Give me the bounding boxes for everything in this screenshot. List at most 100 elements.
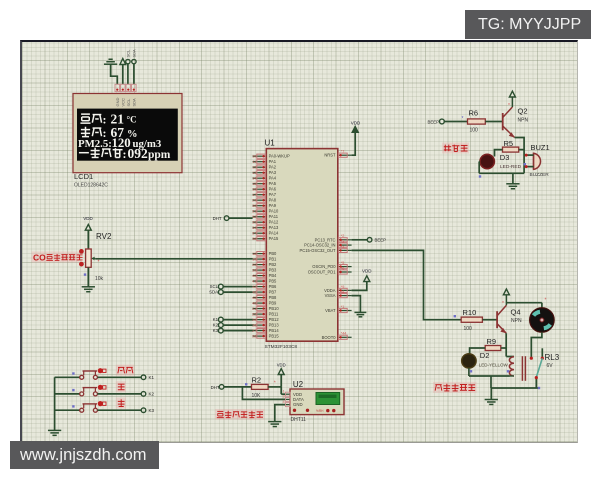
- svg-text:Q4: Q4: [511, 308, 521, 317]
- svg-text:PA2: PA2: [269, 165, 277, 170]
- svg-text:PB8: PB8: [269, 295, 277, 300]
- svg-text:%RH: %RH: [316, 409, 324, 413]
- svg-text:BUZZER: BUZZER: [530, 172, 550, 178]
- svg-text:28: 28: [252, 335, 256, 339]
- svg-text:PB1: PB1: [269, 257, 277, 262]
- svg-text:LED-YELLOW: LED-YELLOW: [479, 362, 509, 367]
- svg-text:6V: 6V: [547, 363, 554, 369]
- svg-text:CO: CO: [33, 253, 46, 263]
- svg-text:ppm: ppm: [148, 149, 171, 161]
- svg-text:30: 30: [252, 204, 256, 208]
- svg-text:PA10: PA10: [269, 209, 279, 214]
- svg-text:10K: 10K: [252, 393, 262, 399]
- svg-text:3: 3: [283, 395, 285, 399]
- svg-text:37: 37: [252, 232, 256, 236]
- svg-text:*: *: [508, 103, 510, 109]
- svg-text:K2: K2: [149, 392, 155, 397]
- svg-text:R2: R2: [252, 375, 262, 384]
- svg-text:PB13: PB13: [269, 323, 280, 328]
- svg-text:PB2: PB2: [269, 262, 277, 267]
- svg-text:PB5: PB5: [269, 279, 277, 284]
- svg-text:RV2: RV2: [96, 232, 112, 241]
- svg-text:U1: U1: [265, 139, 276, 148]
- svg-text:*5: *5: [341, 261, 345, 265]
- svg-text:33: 33: [252, 221, 256, 225]
- svg-text:31: 31: [252, 210, 256, 214]
- svg-text:PA12: PA12: [269, 220, 279, 225]
- svg-text:VCC: VCC: [120, 98, 125, 107]
- svg-text:BOOT0: BOOT0: [322, 335, 337, 340]
- svg-text:100: 100: [464, 326, 473, 332]
- svg-text:%: %: [127, 129, 138, 140]
- svg-text:PA7: PA7: [269, 192, 277, 197]
- svg-text:DATA: DATA: [293, 397, 304, 402]
- svg-text:PA8: PA8: [269, 198, 277, 203]
- svg-text:46: 46: [252, 302, 256, 306]
- svg-text:21: 21: [252, 307, 256, 311]
- svg-text::: :: [103, 112, 107, 126]
- svg-text:VBAT: VBAT: [325, 308, 336, 313]
- svg-text:OSCIN_PD0: OSCIN_PD0: [312, 264, 336, 269]
- svg-text:PB14: PB14: [269, 328, 280, 333]
- svg-text:1: 1: [283, 389, 285, 393]
- svg-text:22: 22: [252, 313, 256, 317]
- svg-text:120: 120: [112, 136, 131, 150]
- svg-text:PC15-OSC32_OUT: PC15-OSC32_OUT: [300, 248, 336, 253]
- svg-text:BEEP: BEEP: [375, 238, 387, 243]
- svg-text:D2: D2: [480, 351, 490, 360]
- svg-text:PA3: PA3: [269, 170, 277, 175]
- svg-text:PB3: PB3: [269, 268, 277, 273]
- svg-text:PB11: PB11: [269, 312, 279, 317]
- svg-text:VSSA: VSSA: [325, 293, 336, 298]
- svg-text:39: 39: [252, 269, 256, 273]
- svg-text:PA0-WKUP: PA0-WKUP: [269, 154, 290, 159]
- svg-text:*7: *7: [341, 150, 345, 154]
- svg-text:OLED128642C: OLED128642C: [74, 183, 108, 189]
- svg-text:32: 32: [252, 215, 256, 219]
- svg-text:STM32F103C8: STM32F103C8: [265, 344, 298, 350]
- svg-text:20: 20: [252, 263, 256, 267]
- svg-text:PM2.5:: PM2.5:: [78, 138, 112, 150]
- svg-text:42: 42: [252, 285, 256, 289]
- svg-text:K1: K1: [149, 375, 155, 380]
- svg-text:BEEP: BEEP: [428, 119, 440, 124]
- svg-text:PB4: PB4: [269, 273, 277, 278]
- svg-text:*4: *4: [341, 245, 345, 249]
- svg-text:10k: 10k: [95, 276, 104, 282]
- svg-text:VDD: VDD: [277, 362, 286, 367]
- svg-text:PA14: PA14: [269, 231, 279, 236]
- svg-text:26: 26: [252, 324, 256, 328]
- svg-text:VDD: VDD: [83, 216, 93, 221]
- svg-text:15: 15: [252, 182, 256, 186]
- svg-text:K3: K3: [213, 328, 219, 333]
- svg-text:SCL: SCL: [126, 49, 131, 58]
- svg-text:PA5: PA5: [269, 181, 277, 186]
- svg-text::: :: [123, 147, 127, 161]
- svg-text:NRST: NRST: [324, 153, 336, 158]
- svg-text:LCD1: LCD1: [74, 172, 93, 181]
- svg-text:45: 45: [252, 296, 256, 300]
- svg-text:25: 25: [252, 318, 256, 322]
- svg-text:*2: *2: [341, 234, 345, 238]
- svg-text:GND: GND: [115, 98, 120, 107]
- svg-text:VDD: VDD: [293, 392, 302, 397]
- svg-text:13: 13: [252, 171, 256, 175]
- svg-text:OSCOUT_PD1: OSCOUT_PD1: [308, 270, 336, 275]
- svg-text:VDD: VDD: [351, 121, 361, 126]
- svg-text:41: 41: [252, 280, 256, 284]
- svg-text:4: 4: [283, 400, 285, 404]
- svg-text:U2: U2: [293, 380, 304, 389]
- svg-text:11: 11: [252, 160, 256, 164]
- svg-text:PC14-OSC32_IN: PC14-OSC32_IN: [304, 243, 335, 248]
- svg-text:29: 29: [252, 199, 256, 203]
- svg-text:*: *: [545, 298, 547, 304]
- svg-text:*6: *6: [341, 266, 345, 270]
- svg-text:PC13_RTC: PC13_RTC: [315, 237, 336, 242]
- svg-text:PA9: PA9: [269, 203, 277, 208]
- svg-text:NPN: NPN: [511, 318, 522, 324]
- svg-text:RL3: RL3: [545, 353, 560, 362]
- svg-text:*: *: [462, 116, 464, 122]
- svg-text:67: 67: [111, 125, 125, 140]
- svg-text:PA1: PA1: [269, 159, 277, 164]
- svg-text:PB0: PB0: [269, 251, 277, 256]
